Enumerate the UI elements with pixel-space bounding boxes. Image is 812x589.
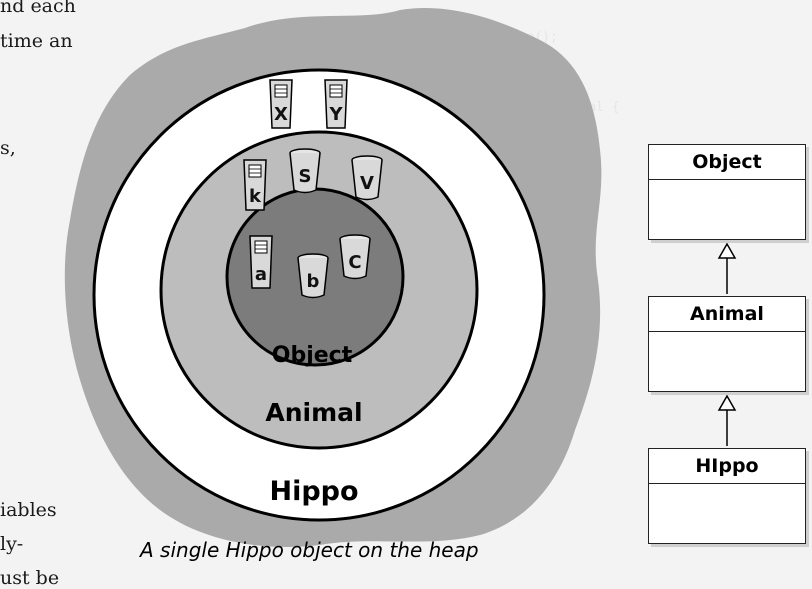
variable-a-remote: a [250, 236, 272, 288]
ring-label-object: Object [272, 343, 353, 368]
uml-class-animal: Animal [648, 296, 806, 392]
variable-x-remote: X [270, 80, 292, 128]
variable-label: X [274, 104, 288, 125]
variable-k-remote: k [244, 160, 266, 210]
variable-label: V [360, 173, 374, 194]
variable-label: S [299, 166, 312, 187]
uml-class-object: Object [648, 144, 806, 240]
uml-class-hippo: HIppo [648, 448, 806, 544]
variable-label: Y [328, 104, 343, 125]
variable-label: a [255, 264, 267, 285]
uml-class-name: Object [649, 145, 805, 180]
inheritance-arrow-animal-object [719, 244, 735, 294]
variable-y-remote: Y [325, 80, 347, 128]
diagram-caption: A single Hippo object on the heap [140, 538, 479, 562]
uml-class-name: HIppo [649, 449, 805, 484]
variable-c-cup: C [340, 235, 370, 279]
ring-label-animal: Animal [265, 398, 362, 427]
variable-v-cup: V [352, 156, 382, 200]
variable-label: k [249, 186, 262, 207]
uml-class-name: Animal [649, 297, 805, 332]
variable-label: C [348, 252, 361, 273]
inheritance-arrow-hippo-animal [719, 396, 735, 446]
ring-label-hippo: Hippo [269, 476, 358, 507]
variable-b-cup: b [298, 254, 328, 298]
variable-label: b [307, 271, 320, 292]
variable-s-cup: S [290, 149, 320, 193]
